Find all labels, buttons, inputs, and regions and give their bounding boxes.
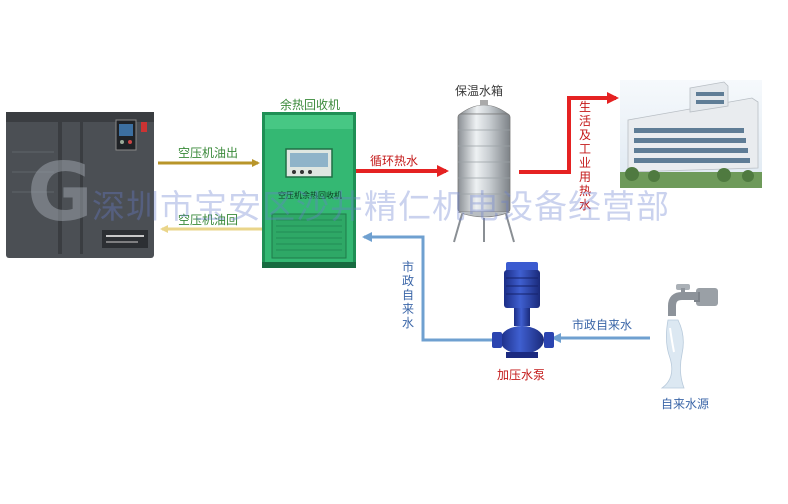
recovery-unit-title: 余热回收机	[280, 98, 341, 112]
label-city-to-pump: 市政自来水	[572, 318, 633, 332]
label-oil-out: 空压机油出	[178, 146, 239, 160]
watermark-text: 深圳市宝安区沙井精仁机电设备经营部	[92, 187, 670, 226]
label-oil-return: 空压机油回	[178, 213, 239, 227]
label-pump-to-unit: 市政自来水	[401, 260, 414, 330]
building-icon	[620, 80, 762, 188]
edge-hot-use	[519, 92, 619, 174]
svg-text:G: G	[27, 146, 93, 239]
pump-title: 加压水泵	[497, 368, 546, 382]
water-tap-icon	[660, 284, 718, 389]
recovery-unit-panel-text: 空压机余热回收机	[278, 191, 342, 200]
edge-pump-to-unit	[362, 232, 497, 342]
booster-pump-icon	[492, 262, 554, 358]
label-circ-hot: 循环热水	[370, 154, 419, 168]
label-hot-use: 生活及工业用热水	[578, 100, 591, 212]
heat-recovery-unit-icon	[262, 112, 356, 268]
tank-title: 保温水箱	[455, 84, 504, 98]
air-compressor-icon: G	[6, 112, 154, 258]
insulated-water-tank-icon	[453, 100, 515, 243]
tap-title: 自来水源	[661, 397, 710, 411]
